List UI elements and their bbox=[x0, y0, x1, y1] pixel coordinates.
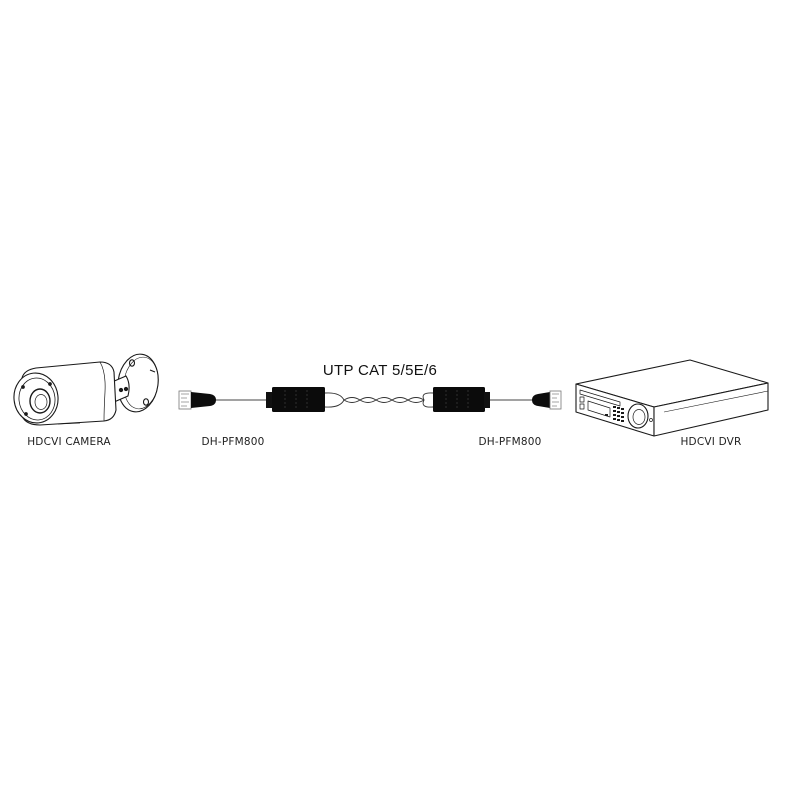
left-bnc-connector-icon bbox=[178, 390, 216, 410]
bullet-camera-icon bbox=[13, 353, 159, 426]
left-balun-label: DH-PFM800 bbox=[201, 436, 265, 448]
dvr-label: HDCVI DVR bbox=[680, 436, 742, 448]
left-balun-icon bbox=[266, 387, 325, 412]
right-bnc-connector-icon bbox=[532, 390, 562, 410]
utp-twisted-pair-cable bbox=[324, 392, 434, 408]
utp-cable-label: UTP CAT 5/5E/6 bbox=[322, 362, 438, 379]
dvr-recorder-icon bbox=[575, 359, 769, 437]
right-balun-icon bbox=[433, 387, 490, 412]
camera-label: HDCVI CAMERA bbox=[27, 436, 111, 448]
right-balun-label: DH-PFM800 bbox=[478, 436, 542, 448]
